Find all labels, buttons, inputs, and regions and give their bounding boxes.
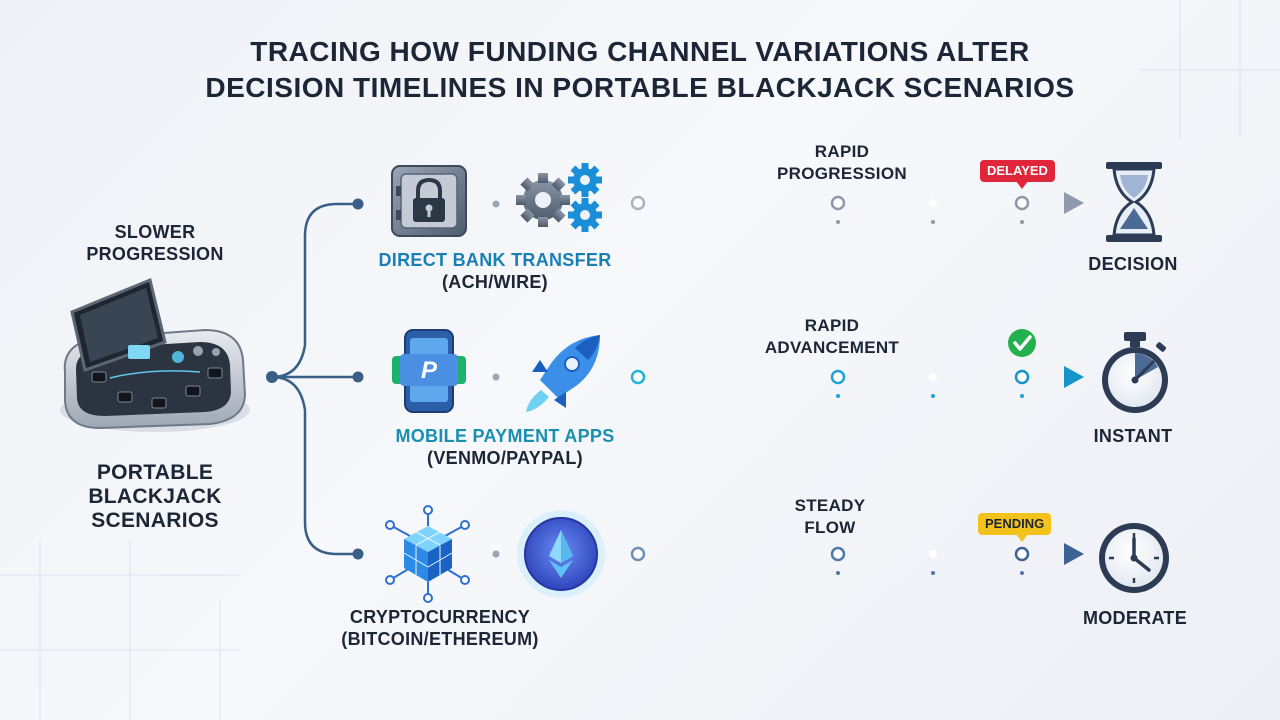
progression-label-mobile: RAPID ADVANCEMENT [732, 315, 932, 359]
pending-badge-pointer [1016, 534, 1028, 542]
hourglass-icon [1106, 162, 1162, 242]
delayed-status-badge: DELAYED [980, 160, 1055, 182]
slower-progression-label: SLOWER PROGRESSION [86, 222, 224, 264]
channel-detail: (BITCOIN/ETHEREUM) [341, 629, 539, 649]
outcome-label-decision: DECISION [1088, 254, 1178, 274]
progression-label-bank: RAPID PROGRESSION [752, 141, 932, 185]
channel-name-mobile: MOBILE PAYMENT APPS (VENMO/PAYPAL) [360, 425, 650, 469]
device-label-line-1: PORTABLE [96, 461, 214, 484]
clock-icon [1099, 523, 1169, 593]
title-line-2: DECISION TIMELINES IN PORTABLE BLACKJACK… [205, 72, 1075, 103]
pending-status-badge: PENDING [978, 513, 1052, 535]
channel-title: DIRECT BANK TRANSFER [378, 250, 612, 270]
progression-label-crypto: STEADY FLOW [760, 495, 900, 539]
title-line-1: TRACING HOW FUNDING CHANNEL VARIATIONS A… [250, 36, 1030, 67]
progression-line-2: FLOW [804, 518, 856, 537]
mobile-progress-track [630, 366, 1084, 398]
svg-text:P: P [421, 357, 438, 384]
vault-lock-icon [391, 165, 467, 237]
device-label-line-2: BLACKJACK [88, 485, 222, 508]
connector-tree [271, 202, 358, 556]
progression-line-2: ADVANCEMENT [764, 338, 900, 357]
device-label: PORTABLE BLACKJACK SCENARIOS [50, 461, 260, 533]
device-label-line-3: SCENARIOS [91, 509, 219, 532]
portable-blackjack-device-icon [60, 277, 250, 432]
channel-detail: (VENMO/PAYPAL) [427, 448, 583, 468]
progression-line-1: RAPID [814, 142, 870, 161]
separator-dot [492, 200, 500, 208]
outcome-label-moderate: MODERATE [1082, 608, 1188, 628]
connector-dot-bank [352, 198, 364, 210]
channel-title: MOBILE PAYMENT APPS [395, 426, 615, 446]
channel-title: CRYPTOCURRENCY [349, 607, 531, 627]
separator-dot [492, 550, 500, 558]
phone-payment-icon: P [392, 329, 466, 413]
channel-name-bank: DIRECT BANK TRANSFER (ACH/WIRE) [350, 249, 640, 293]
crypto-progress-track [630, 543, 1084, 575]
separator-dot [492, 373, 500, 381]
progression-line-2: PROGRESSION [777, 164, 907, 183]
page-title: TRACING HOW FUNDING CHANNEL VARIATIONS A… [0, 34, 1280, 106]
progression-line-1: RAPID [804, 316, 860, 335]
delayed-badge-pointer [1016, 181, 1028, 189]
blockchain-cube-icon [385, 505, 470, 603]
connector-dot-mobile [352, 371, 364, 383]
bank-progress-track [630, 192, 1084, 224]
ethereum-coin-icon [517, 510, 605, 598]
outcome-label-instant: INSTANT [1093, 426, 1173, 446]
rocket-icon [526, 335, 600, 412]
progression-line-1: STEADY [794, 496, 866, 515]
stopwatch-icon [1102, 332, 1168, 413]
channel-detail: (ACH/WIRE) [442, 272, 548, 292]
connector-origin-dot [266, 371, 278, 383]
channel-name-crypto: CRYPTOCURRENCY (BITCOIN/ETHEREUM) [300, 606, 580, 650]
connector-dot-crypto [352, 548, 364, 560]
check-badge-icon [1008, 329, 1036, 357]
gears-icon [516, 163, 602, 232]
